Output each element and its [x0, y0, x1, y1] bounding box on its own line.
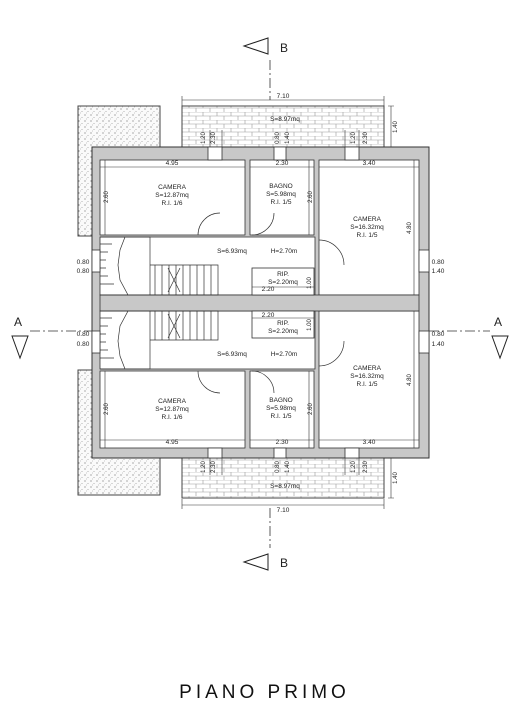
room-camera-tr-name: CAMERA — [353, 216, 381, 223]
room-bagno-b-ri: R.I. 1/5 — [271, 413, 292, 420]
section-b-top-label: B — [280, 41, 288, 55]
windows — [91, 146, 430, 459]
section-a-right-label: A — [494, 315, 502, 329]
balcony-top — [181, 105, 385, 148]
dim-140-tc: 1.40 — [285, 132, 291, 144]
section-lines — [30, 60, 490, 548]
dim-260-tm: 2.60 — [308, 191, 314, 203]
dim-140-bc: 1.40 — [285, 461, 291, 473]
dim-220-bottom: 2.20 — [262, 312, 275, 319]
hall-b-area: S=6.93mq — [217, 351, 247, 358]
room-camera-br-ri: R.I. 1/5 — [357, 381, 378, 388]
dim-230-b1: 2.30 — [211, 461, 217, 473]
dim-080-left-top-2: 0.80 — [77, 268, 90, 275]
balcony-b-area: S=8.97mq — [270, 483, 300, 490]
dim-080-right-bottom: 0.80 — [432, 331, 445, 338]
room-camera-tl-area: S=12.87mq — [155, 192, 189, 199]
dim-220-top: 2.20 — [262, 286, 275, 293]
balcony-t-area: S=8.97mq — [270, 116, 300, 123]
rip-t-name: RIP. — [277, 271, 289, 278]
dim-080-left-bottom-2: 0.80 — [77, 341, 90, 348]
dim-120-t1: 1.20 — [201, 132, 207, 144]
room-camera-tr-ri: R.I. 1/5 — [357, 232, 378, 239]
dim-230-t2: 2.30 — [363, 132, 369, 144]
room-camera-tr-area: S=16.32mq — [350, 224, 384, 231]
dim-080-left-top: 0.80 — [77, 259, 90, 266]
dim-bottom-width: 7.10 — [277, 507, 290, 514]
room-camera-bl-name: CAMERA — [158, 398, 186, 405]
dim-080-bc: 0.80 — [275, 461, 281, 473]
room-bagno-t-ri: R.I. 1/5 — [271, 199, 292, 206]
dim-140-balcony-top: 1.40 — [393, 121, 399, 133]
rip-t-area: S=2.20mq — [268, 279, 298, 286]
dim-080-right-top: 0.80 — [432, 259, 445, 266]
party-wall — [99, 294, 420, 312]
room-camera-br-name: CAMERA — [353, 365, 381, 372]
room-camera-bl-area: S=12.87mq — [155, 406, 189, 413]
dim-260-tl: 2.60 — [104, 191, 110, 203]
dim-495-top: 4.95 — [166, 160, 179, 167]
dim-230-t1: 2.30 — [211, 132, 217, 144]
dim-260-bm: 2.60 — [308, 403, 314, 415]
dim-495-bottom: 4.95 — [166, 439, 179, 446]
dim-120-t2: 1.20 — [351, 132, 357, 144]
dim-230-b2: 2.30 — [363, 461, 369, 473]
dim-080-tc: 0.80 — [275, 132, 281, 144]
room-bagno-t-area: S=5.98mq — [266, 191, 296, 198]
dim-480-tr: 4.80 — [407, 222, 413, 234]
dim-260-bl: 2.60 — [104, 403, 110, 415]
doors — [197, 212, 345, 394]
room-camera-tl-ri: R.I. 1/6 — [162, 200, 183, 207]
staircase-bottom — [100, 310, 219, 370]
section-a-left-label: A — [14, 315, 22, 329]
dim-080-left-bottom: 0.80 — [77, 331, 90, 338]
dim-340-bottom: 3.40 — [363, 439, 376, 446]
room-bagno-b-area: S=5.98mq — [266, 405, 296, 412]
dim-140-balcony-bottom: 1.40 — [393, 472, 399, 484]
dim-230-top: 2.30 — [276, 160, 289, 167]
dim-120-b1: 1.20 — [201, 461, 207, 473]
dim-100-t: 1.00 — [307, 277, 313, 289]
dim-100-b: 1.00 — [307, 319, 313, 331]
dim-top-width: 7.10 — [277, 93, 290, 100]
dim-230-bottom: 2.30 — [276, 439, 289, 446]
rip-b-area: S=2.20mq — [268, 328, 298, 335]
rip-top — [251, 267, 315, 296]
rip-b-name: RIP. — [277, 320, 289, 327]
section-b-bottom-label: B — [280, 556, 288, 570]
drawing-title: PIANO PRIMO — [179, 682, 350, 703]
hall-t-height: H=2.70m — [271, 248, 298, 255]
hall-t-area: S=6.93mq — [217, 248, 247, 255]
staircase-top — [100, 236, 219, 296]
balcony-bottom — [181, 457, 385, 499]
room-camera-bl-ri: R.I. 1/6 — [162, 414, 183, 421]
dim-140-right-bottom: 1.40 — [432, 341, 445, 348]
dimension-lines — [100, 96, 419, 509]
room-camera-tl-name: CAMERA — [158, 184, 186, 191]
dim-340-top: 3.40 — [363, 160, 376, 167]
room-interiors — [99, 159, 420, 449]
room-bagno-b-name: BAGNO — [269, 397, 292, 404]
dim-480-br: 4.80 — [407, 374, 413, 386]
room-bagno-t-name: BAGNO — [269, 183, 292, 190]
dim-140-right-top: 1.40 — [432, 268, 445, 275]
section-arrows — [11, 37, 509, 571]
room-camera-br-area: S=16.32mq — [350, 373, 384, 380]
rip-bottom — [251, 310, 315, 339]
dim-120-b2: 1.20 — [351, 461, 357, 473]
hall-b-height: H=2.70m — [271, 351, 298, 358]
